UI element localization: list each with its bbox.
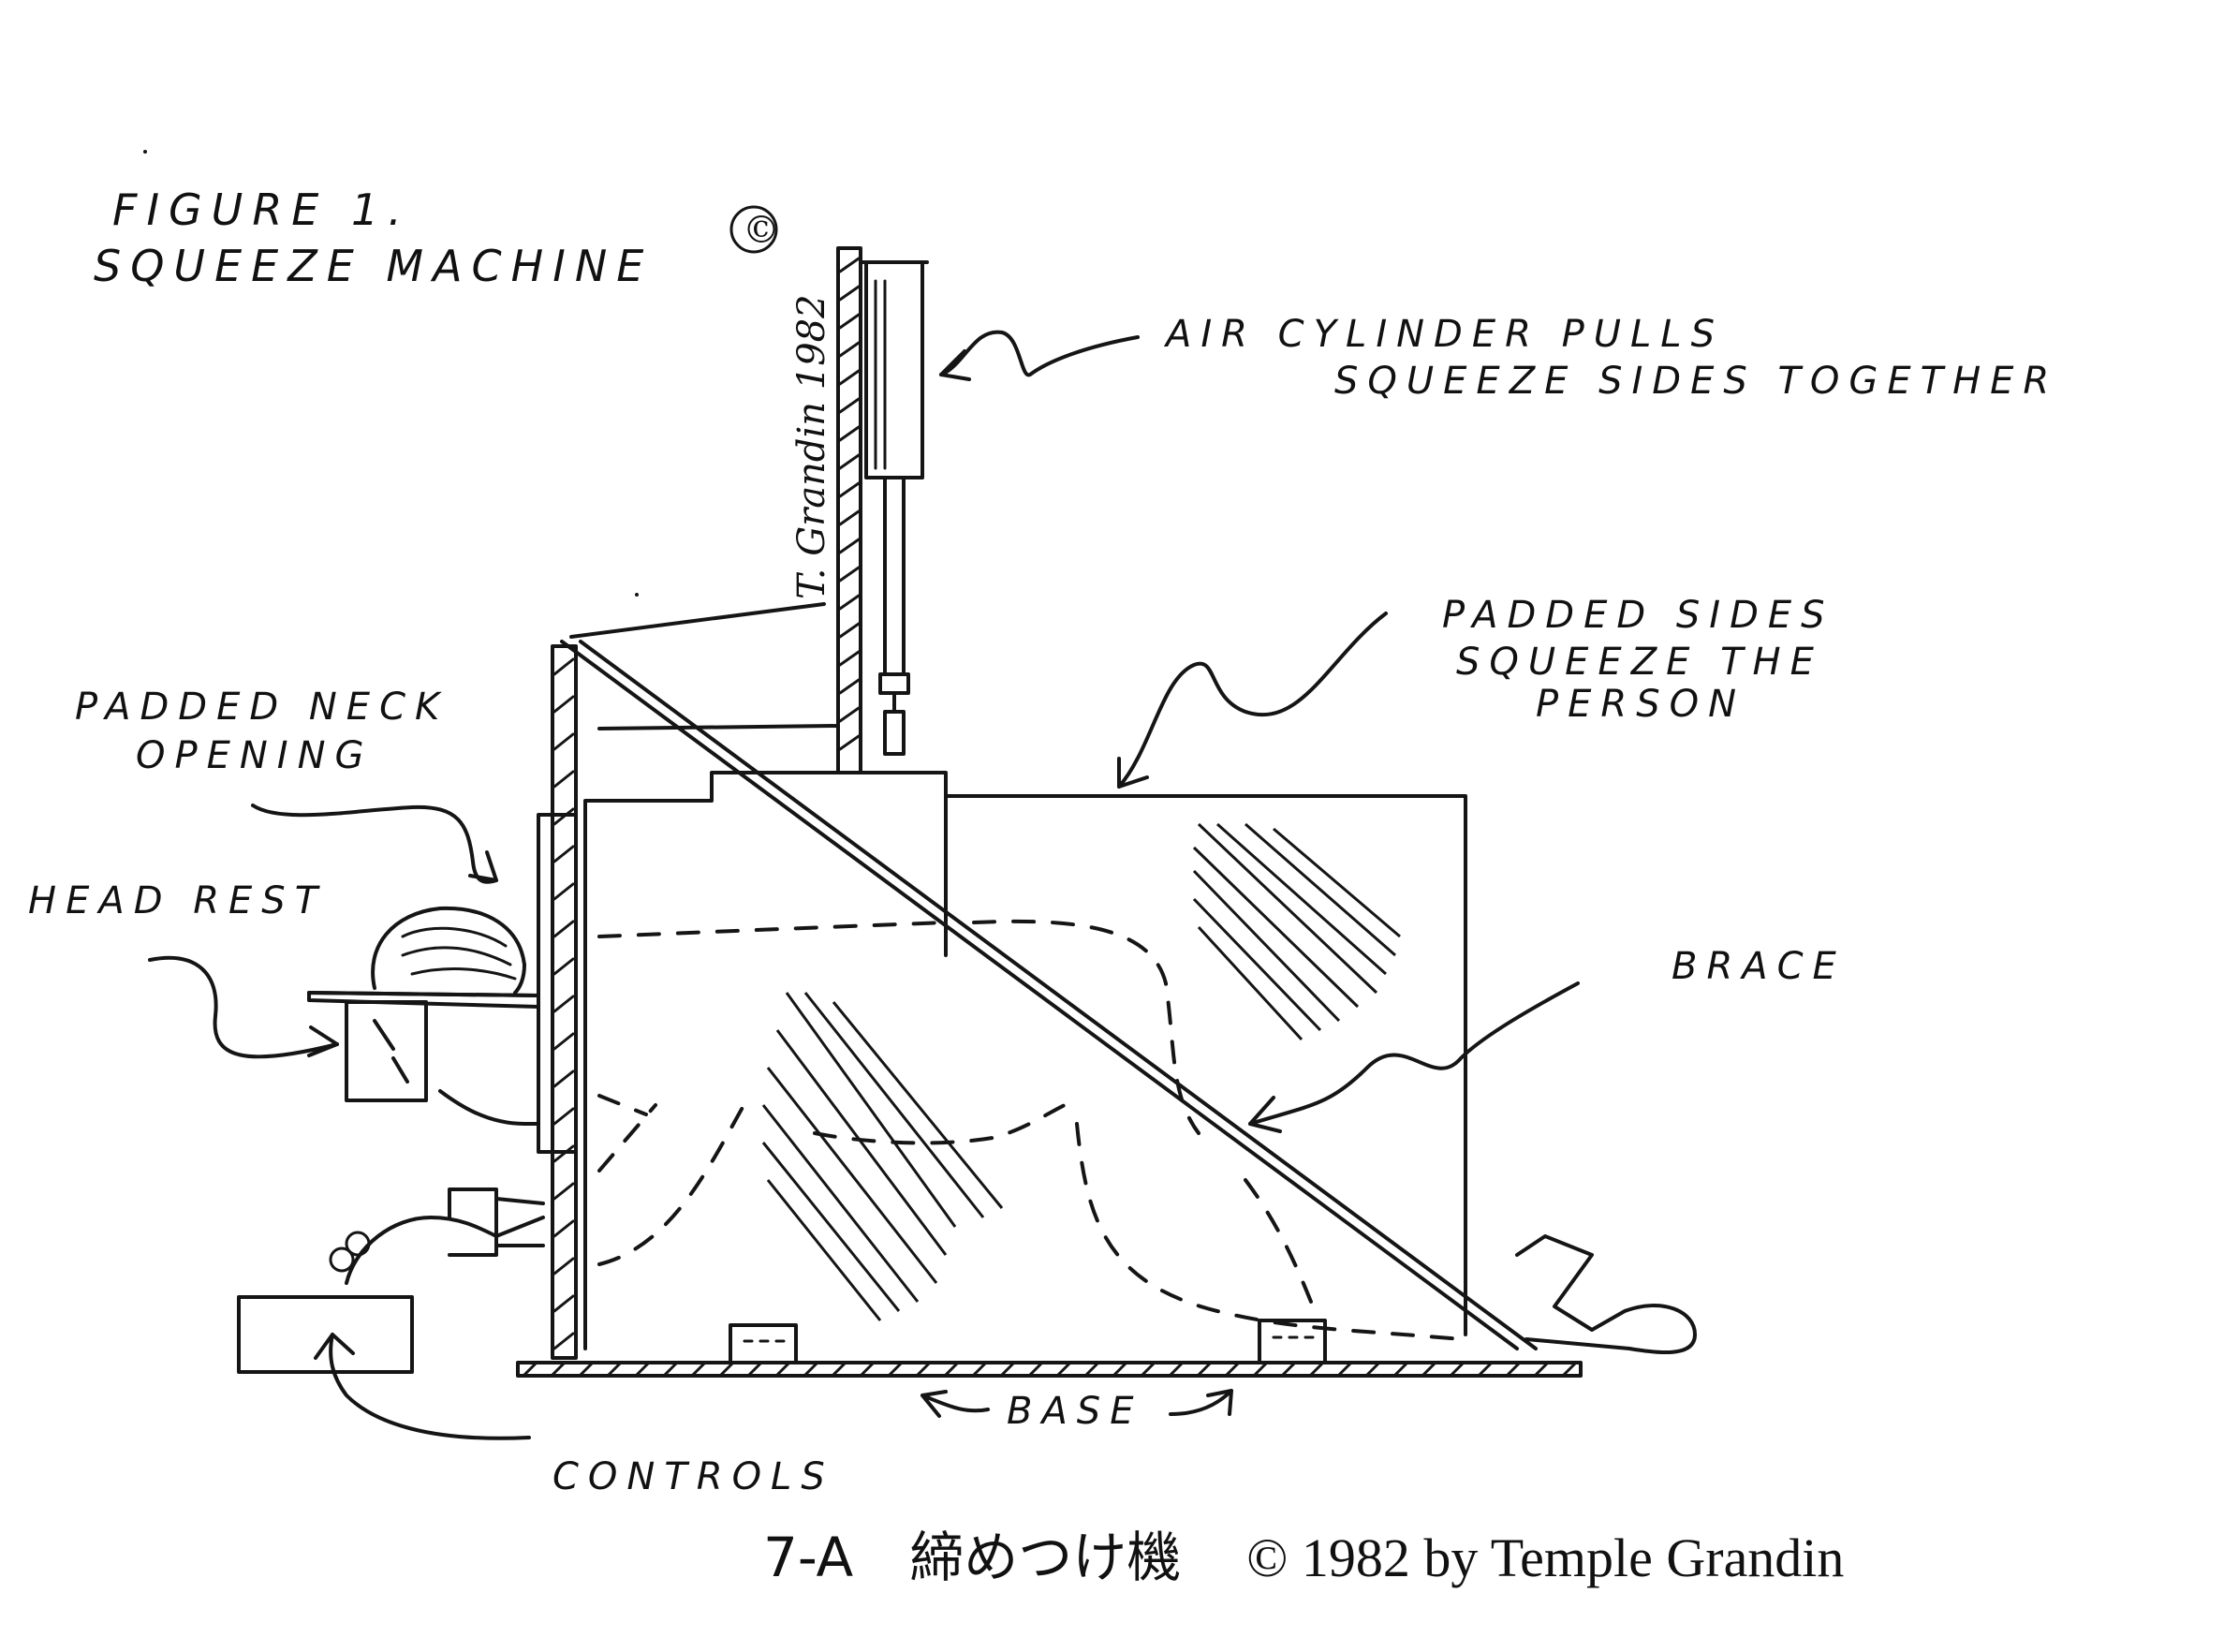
padded-sides-label-line2: SQUEEZE THE (1456, 641, 1823, 684)
caption-title: 締めつけ機 (909, 1526, 1182, 1589)
left-frame (551, 644, 578, 1360)
air-cylinder-arrow (939, 330, 1140, 377)
head-rest-arrowhead (307, 1025, 339, 1057)
side-panels (583, 771, 1467, 1350)
chin (438, 1089, 540, 1126)
air-cylinder (860, 260, 929, 756)
figure-title-line2: SQUEEZE MACHINE (94, 241, 653, 291)
padded-neck-label-line1: PADDED NECK (75, 686, 449, 729)
controls-arrowhead (314, 1333, 355, 1360)
padded-neck-arrowhead (468, 850, 498, 882)
brace-arrowhead (1248, 1096, 1282, 1133)
base-plate (516, 1319, 1583, 1378)
base-arrow-right (1169, 1389, 1233, 1416)
head-rest-arrow (148, 955, 339, 1059)
air-cylinder-label-line2: SQUEEZE SIDES TOGETHER (1334, 360, 2058, 403)
caption-code: 7-A (763, 1526, 854, 1589)
padded-neck-arrow (251, 804, 498, 884)
padded-sides-arrow (1117, 612, 1388, 789)
panel-hatching-right (1192, 822, 1401, 1041)
padded-sides-arrowhead (1117, 757, 1149, 789)
air-cylinder-label-line1: AIR CYLINDER PULLS (1163, 313, 1724, 356)
head-rest (307, 991, 540, 1102)
person-outline (597, 919, 1463, 1341)
neck-pad (537, 813, 578, 1154)
head-rest-label: HEAD REST (28, 879, 327, 922)
head (371, 906, 526, 995)
copyright-symbol: © (743, 209, 780, 252)
controls-label: CONTROLS (552, 1455, 834, 1498)
padded-sides-label-line1: PADDED SIDES (1442, 594, 1834, 637)
diagonal-brace (560, 640, 1538, 1350)
hand (329, 1187, 545, 1285)
panel-hatching-left (761, 992, 1004, 1321)
controls-box (237, 1295, 414, 1374)
base-label: BASE (1007, 1390, 1142, 1433)
controls-arrow (329, 1333, 531, 1440)
signature: T. Grandin 1982 (790, 294, 833, 599)
padded-sides-label-line3: PERSON (1536, 683, 1745, 726)
cylinder-post (836, 246, 862, 774)
figure-caption: 7-A 締めつけ機 © 1982 by Temple Grandin (763, 1525, 1844, 1591)
air-cylinder-arrowhead (939, 349, 971, 381)
base-arrow-left (921, 1390, 990, 1418)
brace-arrow (1248, 981, 1580, 1126)
caption-credit: © 1982 by Temple Grandin (1246, 1527, 1845, 1588)
figure-title-line1: FIGURE 1. (112, 184, 411, 235)
brace-label: BRACE (1672, 945, 1846, 988)
padded-neck-label-line2: OPENING (136, 734, 374, 777)
copyright-mark: © (729, 205, 780, 254)
feet (1515, 1234, 1697, 1355)
